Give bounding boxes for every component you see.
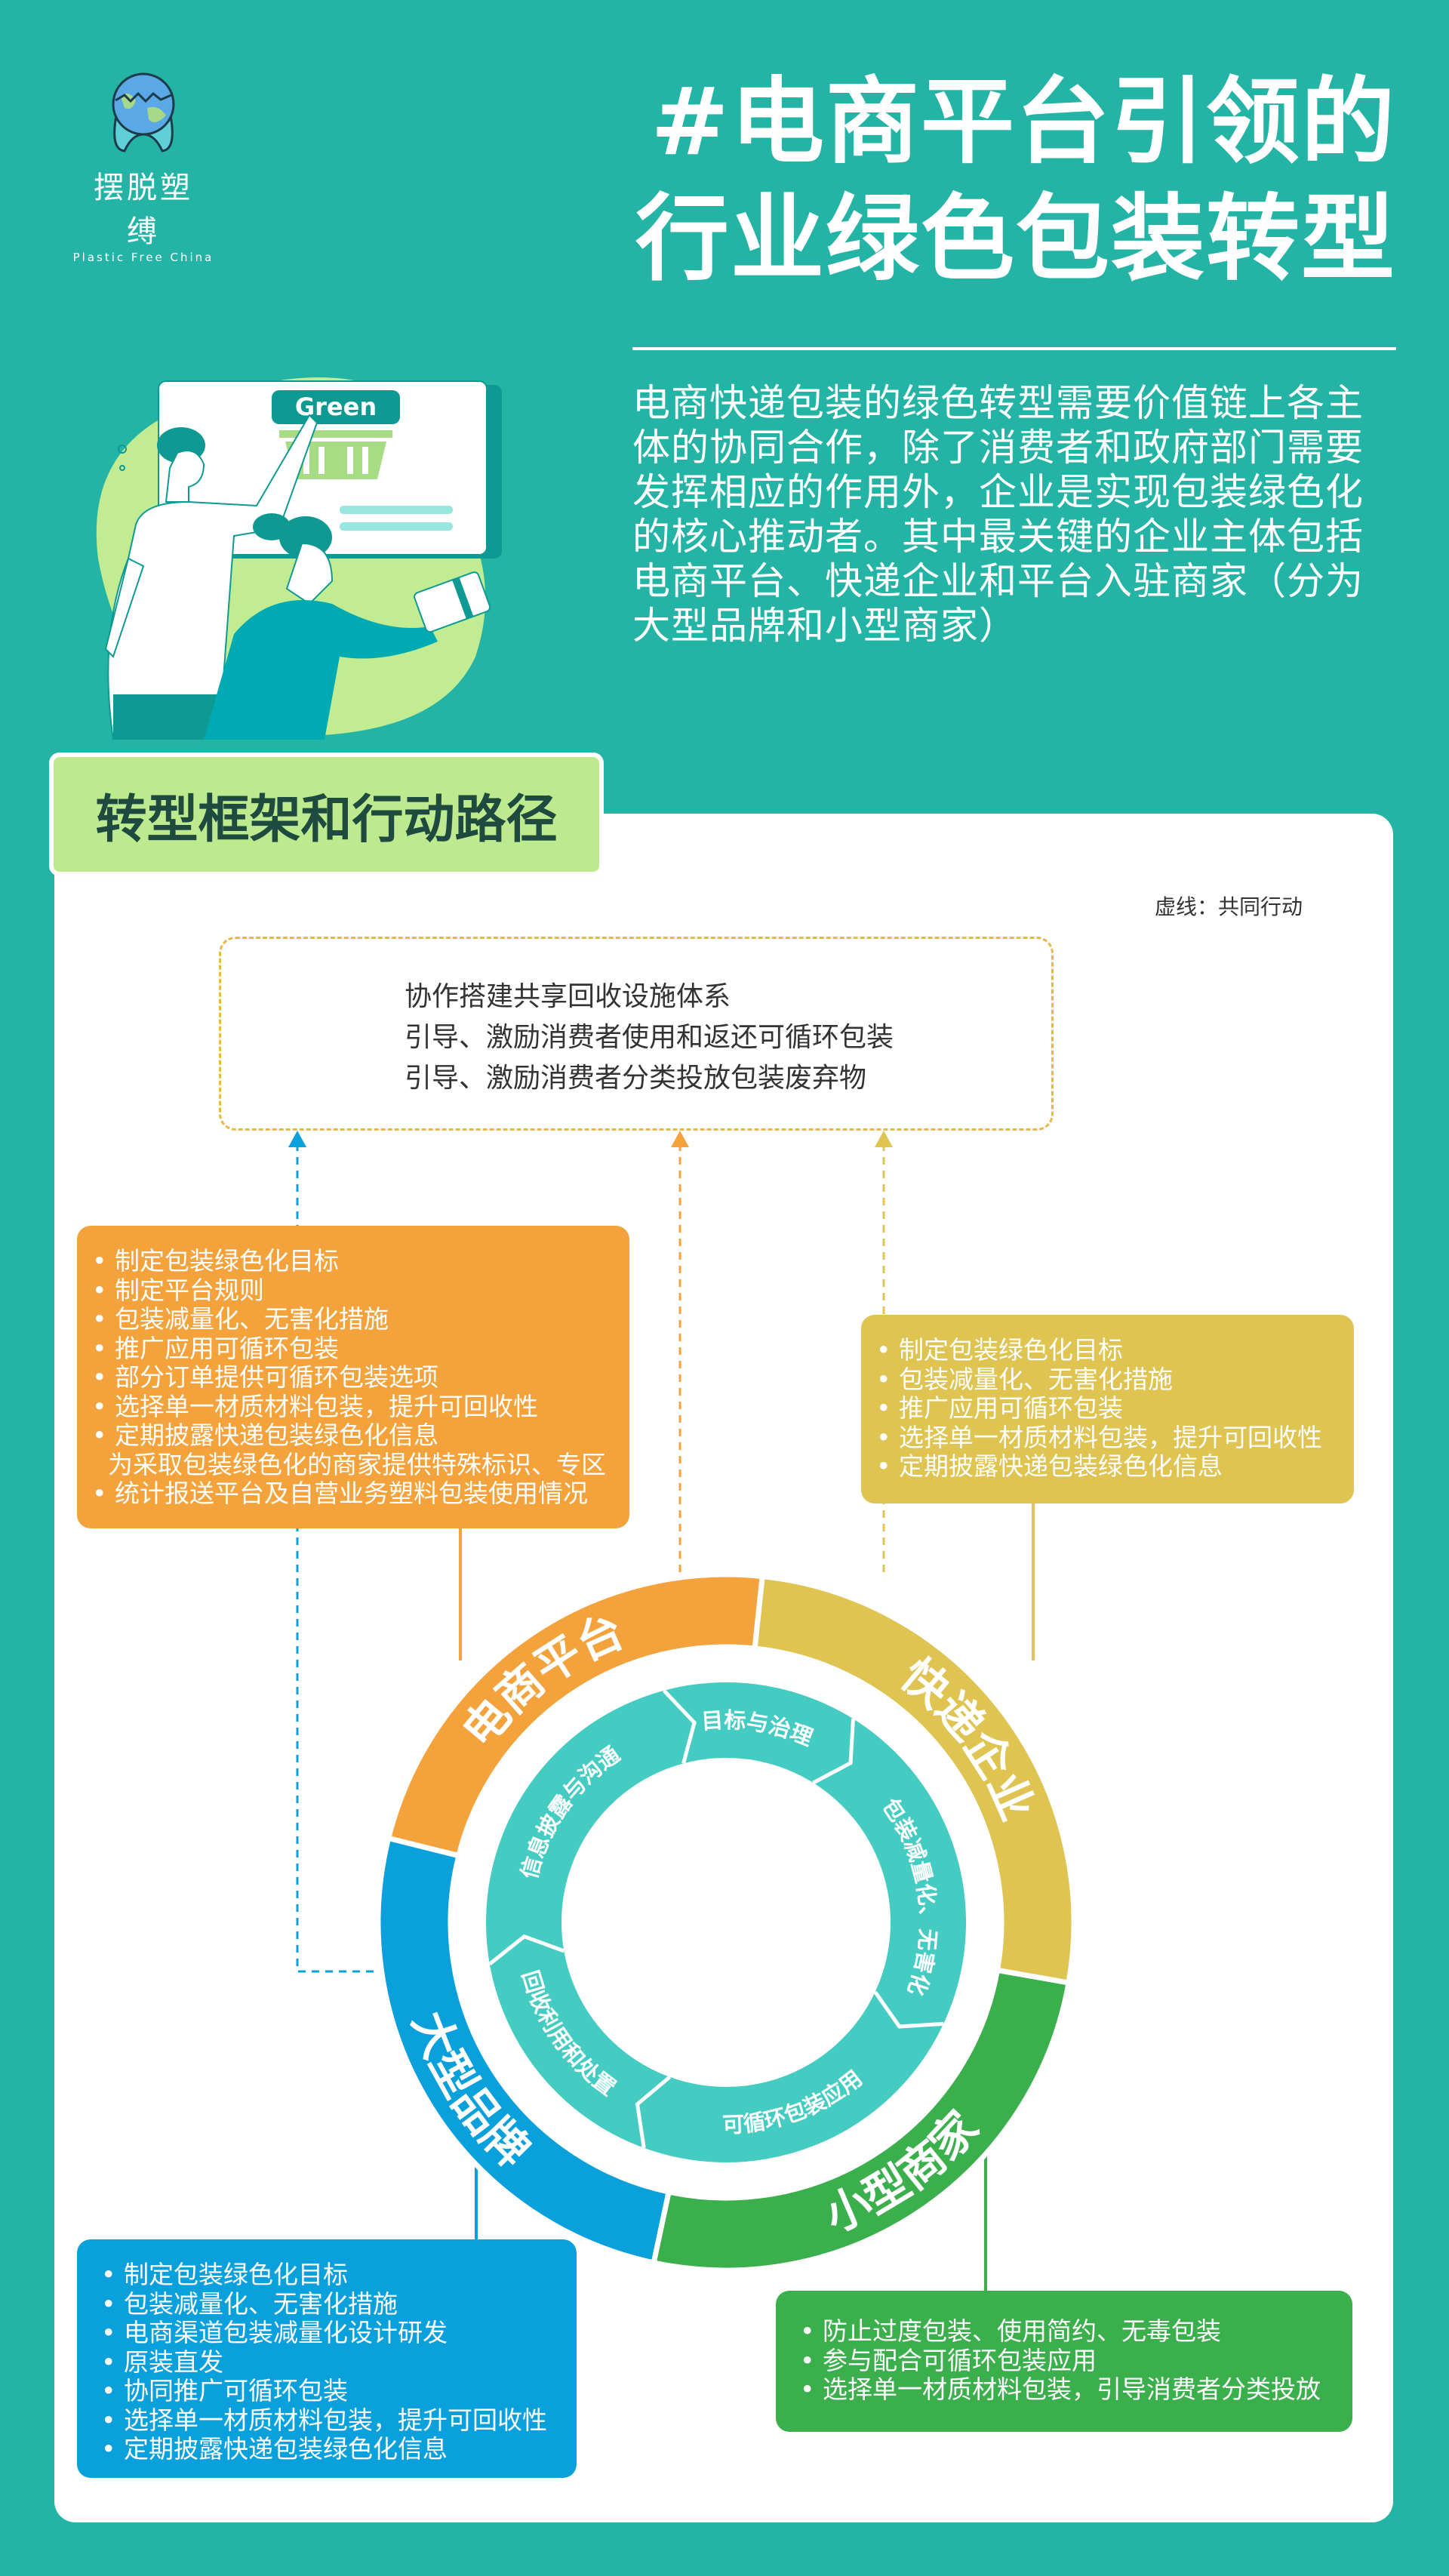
cycle-ring <box>486 1682 966 2162</box>
arrow-up-icon <box>875 1131 893 1147</box>
shopping-illustration: Green <box>96 377 502 740</box>
arrow-up-icon <box>671 1131 689 1147</box>
page-title-line-1: #电商平台引领的 <box>651 68 1396 177</box>
action-item: • 定期披露快递包装绿色化信息 <box>92 1420 438 1450</box>
arrow-up-icon <box>288 1131 306 1147</box>
shared-action: 引导、激励消费者分类投放包装废弃物 <box>405 1063 867 1094</box>
shared-action: 协作搭建共享回收设施体系 <box>405 981 731 1012</box>
action-item: • 包装减量化、无害化措施 <box>101 2288 398 2319</box>
merchant-segment <box>651 1967 1072 2273</box>
action-item: • 包装减量化、无害化措施 <box>92 1304 389 1334</box>
brand-segment <box>375 1835 672 2267</box>
action-item: • 选择单一材质材料包装，提升可回收性 <box>101 2405 547 2435</box>
intro-line: 的核心推动者。其中最关键的企业主体包括 <box>632 515 1364 559</box>
cycle-chevron-separator <box>662 1689 697 1765</box>
action-item: • 电商渠道包装减量化设计研发 <box>101 2318 448 2347</box>
action-item: • 参与配合可循环包装应用 <box>800 2345 1097 2375</box>
page-title-line-2: 行业绿色包装转型 <box>635 185 1396 294</box>
action-item: • 选择单一材质材料包装，引导消费者分类投放 <box>800 2374 1321 2404</box>
action-item: • 原装直发 <box>101 2347 223 2377</box>
action-item: • 制定包装绿色化目标 <box>101 2260 348 2289</box>
logo-name-en: Plastic Free China <box>72 251 214 264</box>
action-item: • 制定包装绿色化目标 <box>92 1246 339 1276</box>
intro-line: 大型品牌和小型商家） <box>632 604 1017 648</box>
green-button-graphic <box>272 390 400 424</box>
logo-name-cn: 摆脱塑缚 <box>94 171 193 249</box>
action-item: • 定期披露快递包装绿色化信息 <box>101 2434 448 2464</box>
action-item: • 推广应用可循环包装 <box>92 1333 339 1363</box>
logo: 摆脱塑缚 Plastic Free China <box>73 66 211 264</box>
intro-line: 体的协同合作，除了消费者和政府部门需要 <box>632 426 1364 469</box>
action-item: 为采取包装绿色化的商家提供特殊标识、专区 <box>92 1449 606 1479</box>
cycle-chevron-separator <box>873 1990 944 2029</box>
cycle-chevron-separator <box>812 1719 856 1785</box>
action-item: • 协同推广可循环包装 <box>101 2376 348 2405</box>
shared-actions-box: 协作搭建共享回收设施体系 引导、激励消费者使用和返还可循环包装 引导、激励消费者… <box>219 937 1054 1131</box>
man-figure <box>104 414 318 740</box>
legend-label: 虚线：共同行动 <box>1155 894 1303 919</box>
cycle-chevron-separator <box>635 2075 672 2149</box>
express-actions-box: • 制定包装绿色化目标• 包装减量化、无害化措施• 推广应用可循环包装• 选择单… <box>861 1315 1354 1503</box>
action-item: • 选择单一材质材料包装，提升可回收性 <box>92 1391 538 1421</box>
title-divider <box>632 347 1396 350</box>
cycle-chevron-separator <box>488 1934 565 1966</box>
intro-paragraph: 电商快递包装的绿色转型需要价值链上各主 体的协同合作，除了消费者和政府部门需要 … <box>632 381 1402 648</box>
ecommerce-actions-box: • 制定包装绿色化目标• 制定平台规则• 包装减量化、无害化措施• 推广应用可循… <box>77 1226 629 1528</box>
express-segment <box>752 1573 1077 1987</box>
action-item: • 选择单一材质材料包装，提升可回收性 <box>876 1422 1322 1452</box>
intro-line: 发挥相应的作用外，企业是实现包装绿色化 <box>632 470 1364 514</box>
section-title: 转型框架和行动路径 <box>49 752 604 876</box>
action-item: • 防止过度包装、使用简约、无毒包装 <box>800 2316 1221 2346</box>
basket-icon <box>279 430 392 479</box>
action-item: • 部分订单提供可循环包装选项 <box>92 1362 438 1392</box>
action-item: • 制定平台规则 <box>92 1275 264 1305</box>
action-item: • 推广应用可循环包装 <box>876 1393 1123 1423</box>
intro-line: 电商快递包装的绿色转型需要价值链上各主 <box>632 381 1364 425</box>
merchant-actions-box: • 防止过度包装、使用简约、无毒包装• 参与配合可循环包装应用• 选择单一材质材… <box>776 2291 1352 2432</box>
action-item: • 包装减量化、无害化措施 <box>876 1364 1173 1394</box>
brand-actions-box: • 制定包装绿色化目标• 包装减量化、无害化措施• 电商渠道包装减量化设计研发•… <box>77 2239 577 2478</box>
action-item: • 定期披露快递包装绿色化信息 <box>876 1451 1223 1481</box>
woman-figure <box>204 513 491 740</box>
action-item: • 制定包装绿色化目标 <box>876 1335 1123 1365</box>
shared-action: 引导、激励消费者使用和返还可循环包装 <box>405 1022 894 1053</box>
globe-bag-logo-icon <box>112 72 175 152</box>
action-item: • 统计报送平台及自营业务塑料包装使用情况 <box>92 1479 588 1508</box>
intro-line: 电商平台、快递企业和平台入驻商家（分为 <box>632 559 1364 603</box>
